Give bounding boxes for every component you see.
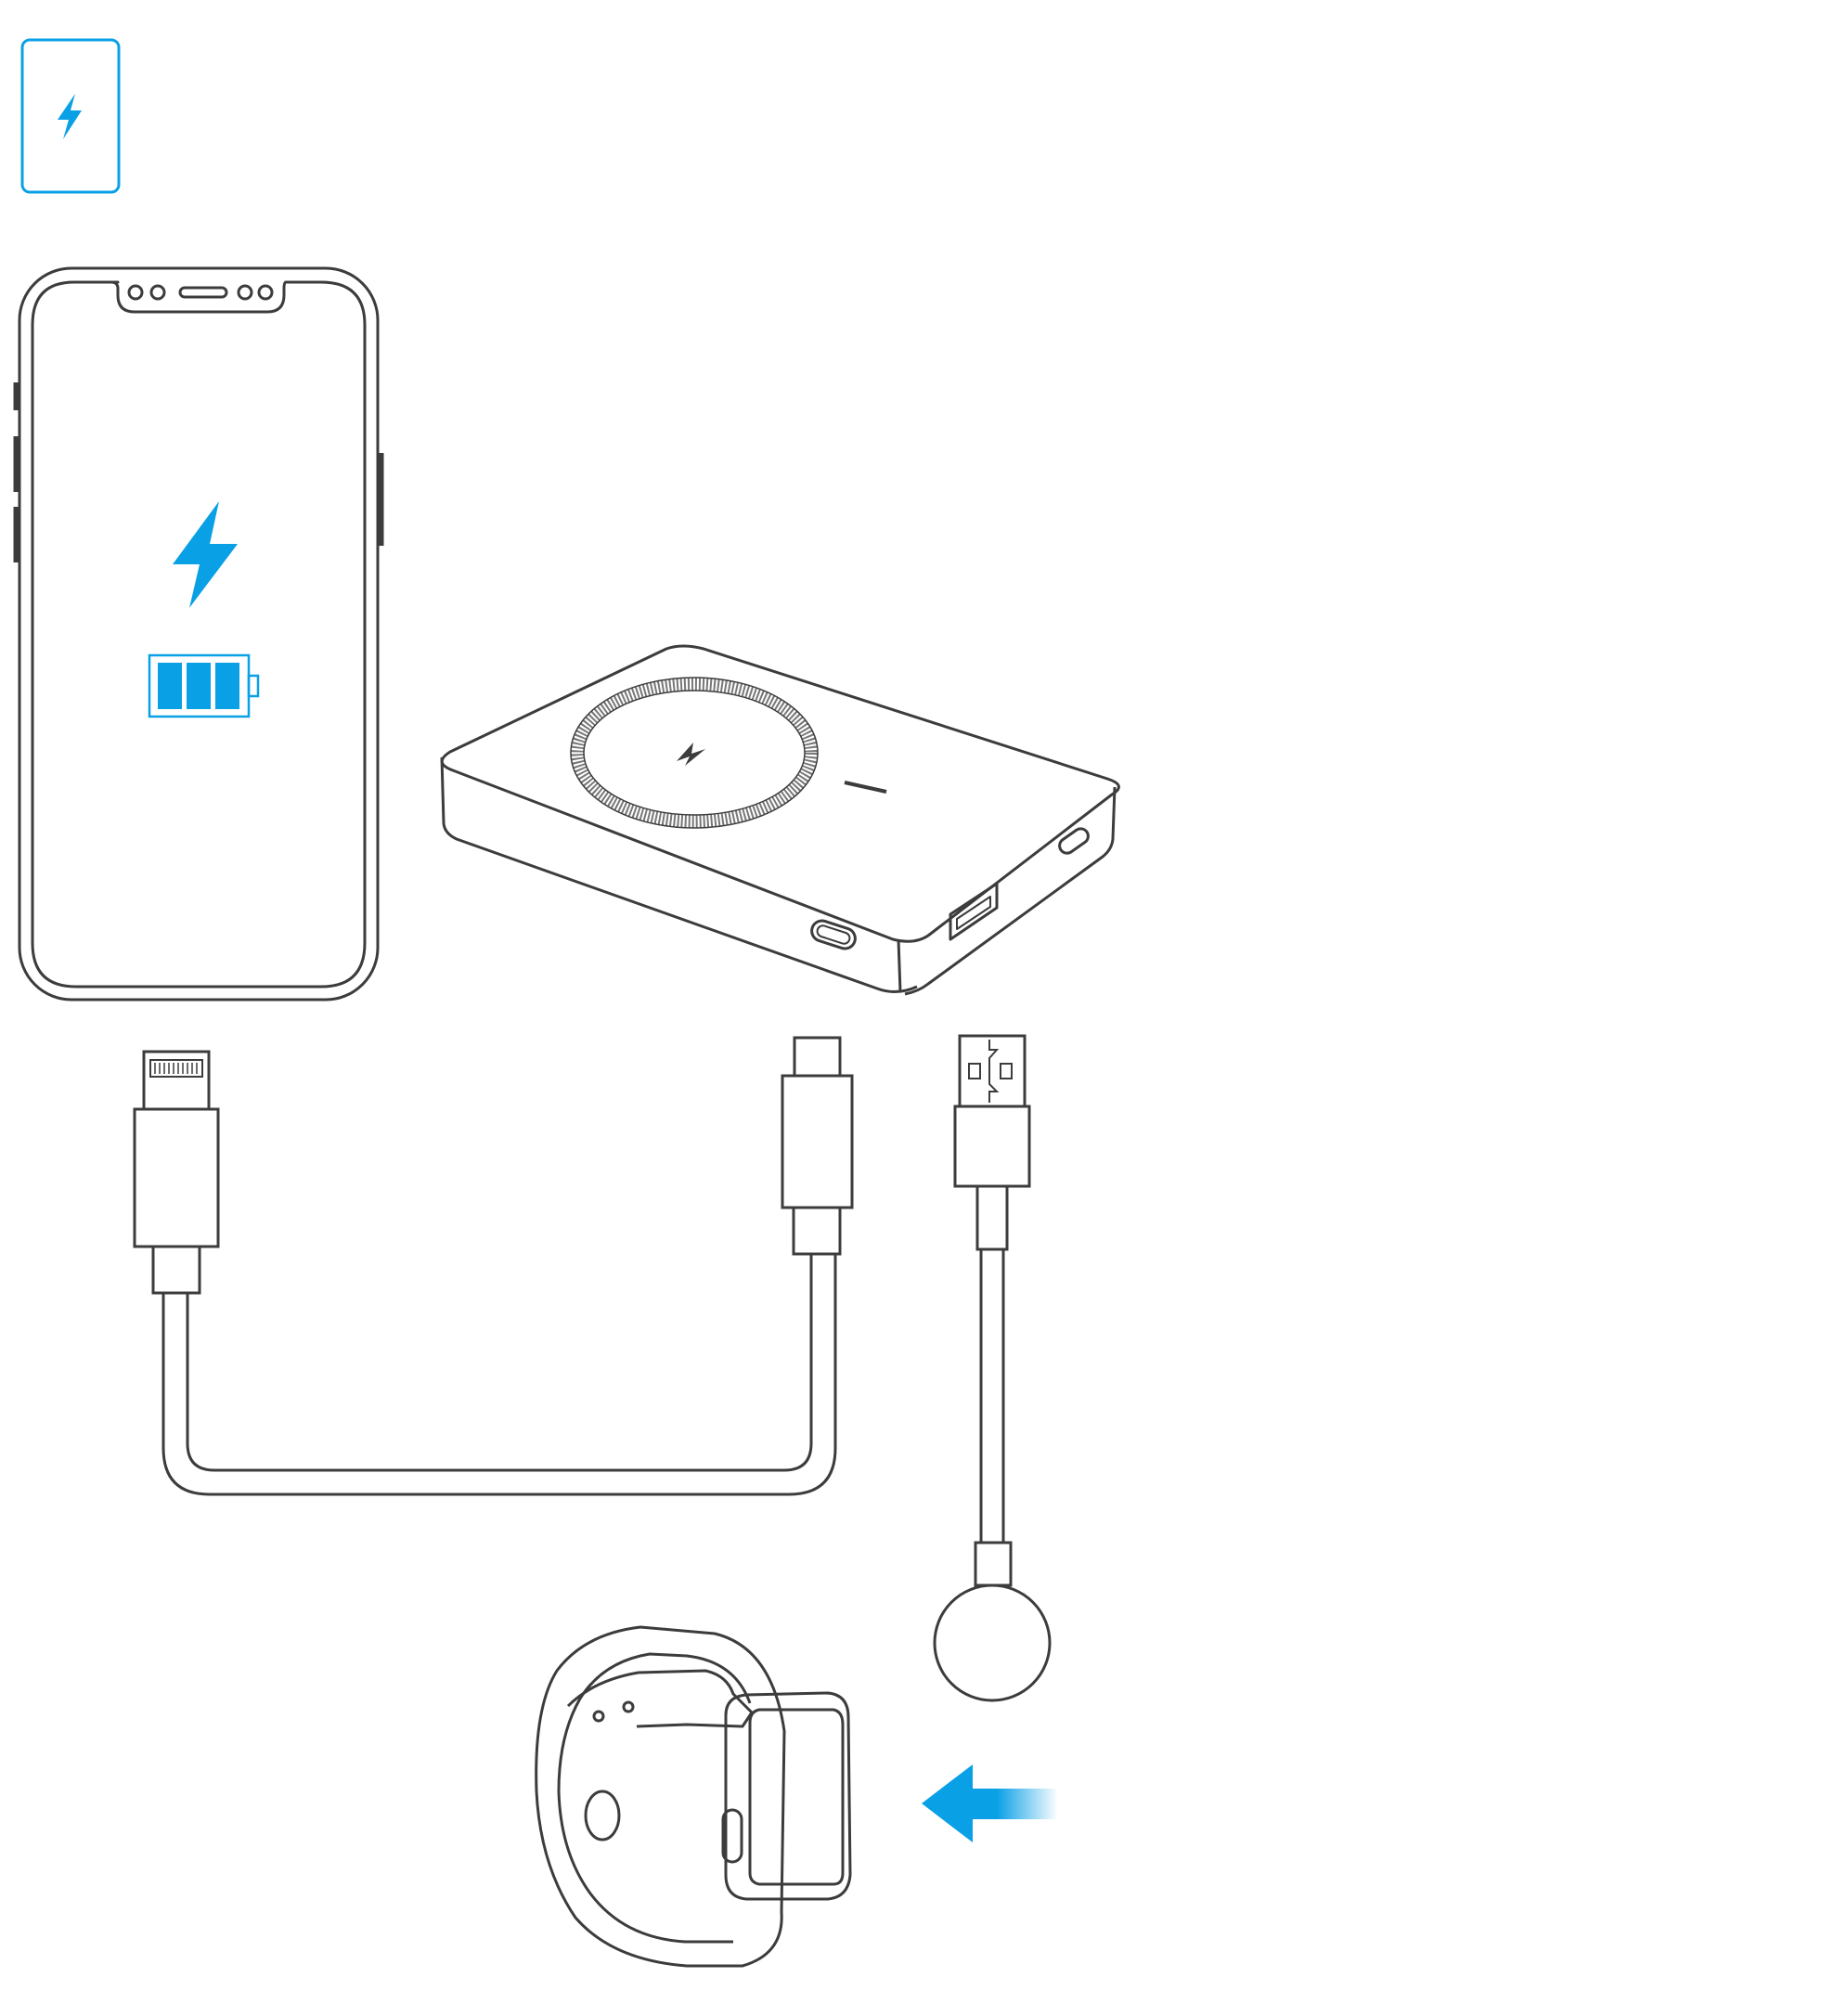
smartphone bbox=[13, 266, 384, 1002]
battery-bar-3 bbox=[215, 663, 239, 709]
power-bank bbox=[440, 644, 1120, 996]
arrow-left-icon bbox=[922, 1764, 1058, 1842]
smartwatch bbox=[535, 1625, 852, 1968]
wireless-charging-coil bbox=[570, 677, 819, 829]
usb-a-watch-charger-cable bbox=[933, 1034, 1052, 1702]
lightning-bolt-icon bbox=[173, 501, 238, 608]
charging-mode-icon bbox=[20, 38, 121, 194]
lightning-to-usb-c-cable bbox=[133, 1036, 854, 1496]
battery-bar-1 bbox=[158, 663, 182, 709]
battery-full-icon bbox=[148, 653, 260, 718]
battery-bar-2 bbox=[187, 663, 211, 709]
